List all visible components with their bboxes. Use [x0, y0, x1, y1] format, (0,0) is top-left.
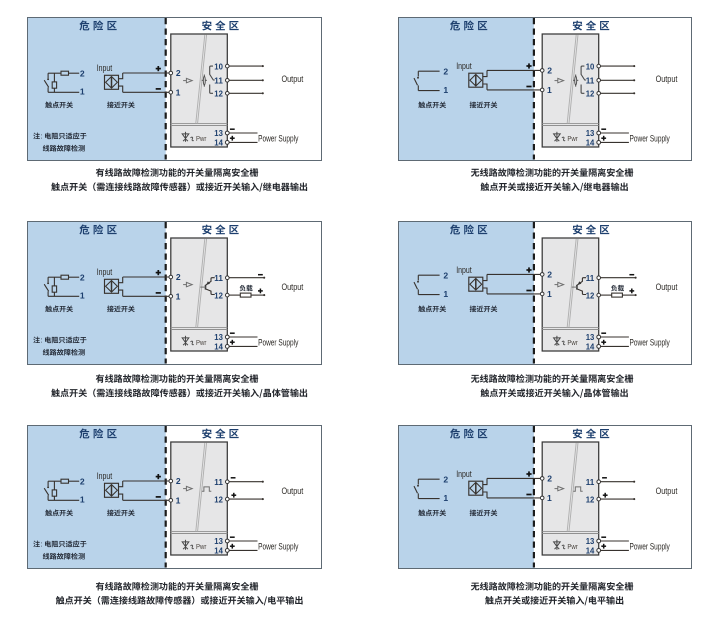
svg-text:2: 2 [80, 476, 85, 486]
svg-text:Pwr: Pwr [567, 338, 578, 347]
svg-text:12: 12 [214, 494, 223, 504]
svg-text:13: 13 [214, 128, 223, 138]
svg-text:11: 11 [214, 273, 223, 283]
svg-text:11: 11 [586, 477, 595, 487]
svg-text:Output: Output [282, 486, 304, 496]
svg-text:14: 14 [586, 138, 595, 148]
svg-text:Input: Input [97, 63, 113, 73]
svg-text:13: 13 [586, 128, 595, 138]
svg-text:Output: Output [656, 282, 678, 292]
svg-text:1: 1 [176, 292, 181, 302]
svg-text:Power Supply: Power Supply [630, 133, 671, 143]
svg-text:1: 1 [80, 87, 85, 97]
svg-text:12: 12 [586, 290, 595, 300]
svg-text:2: 2 [176, 68, 181, 78]
svg-text:14: 14 [214, 138, 223, 148]
svg-text:2: 2 [547, 474, 552, 484]
svg-text:14: 14 [586, 546, 595, 556]
svg-text:1: 1 [547, 85, 552, 95]
svg-text::: : [41, 131, 43, 140]
svg-text:Input: Input [456, 61, 472, 71]
svg-text:11: 11 [586, 76, 595, 86]
svg-text:1: 1 [443, 85, 448, 95]
svg-text:13: 13 [586, 332, 595, 342]
svg-text:1: 1 [547, 493, 552, 503]
svg-text:11: 11 [214, 477, 223, 487]
svg-text:Pwr: Pwr [196, 542, 207, 551]
svg-text:2: 2 [80, 68, 85, 78]
svg-text:2: 2 [443, 270, 448, 280]
svg-text:12: 12 [586, 494, 595, 504]
svg-text:1: 1 [176, 88, 181, 98]
svg-text:Pwr: Pwr [196, 338, 207, 347]
svg-text::: : [41, 335, 43, 344]
svg-text:12: 12 [214, 290, 223, 300]
svg-text::: : [41, 539, 43, 548]
svg-text:11: 11 [214, 76, 223, 86]
svg-text:14: 14 [586, 342, 595, 352]
svg-text:12: 12 [586, 89, 595, 99]
svg-text:14: 14 [214, 546, 223, 556]
svg-text:2: 2 [80, 272, 85, 282]
svg-text:10: 10 [586, 61, 595, 71]
svg-text:2: 2 [443, 474, 448, 484]
svg-text:12: 12 [214, 89, 223, 99]
svg-text:Input: Input [97, 471, 113, 481]
svg-text:Power Supply: Power Supply [258, 133, 299, 143]
svg-text:Output: Output [282, 74, 304, 84]
svg-text:Pwr: Pwr [196, 134, 207, 143]
svg-text:13: 13 [214, 536, 223, 546]
svg-text:Output: Output [656, 74, 678, 84]
svg-text:Power Supply: Power Supply [630, 337, 671, 347]
svg-text:Pwr: Pwr [567, 134, 578, 143]
svg-text:1: 1 [80, 495, 85, 505]
svg-text:1: 1 [443, 289, 448, 299]
svg-text:2: 2 [547, 66, 552, 76]
svg-text:Power Supply: Power Supply [258, 541, 299, 551]
svg-text:14: 14 [214, 342, 223, 352]
svg-text:2: 2 [443, 66, 448, 76]
svg-text:13: 13 [214, 332, 223, 342]
svg-text:1: 1 [547, 289, 552, 299]
svg-text:Input: Input [456, 265, 472, 275]
svg-text:1: 1 [443, 493, 448, 503]
svg-text:Output: Output [656, 486, 678, 496]
svg-text:10: 10 [214, 61, 223, 71]
svg-text:Pwr: Pwr [567, 542, 578, 551]
svg-text:2: 2 [176, 272, 181, 282]
svg-text:Input: Input [97, 267, 113, 277]
svg-text:Input: Input [456, 469, 472, 479]
svg-text:11: 11 [586, 273, 595, 283]
svg-text:1: 1 [80, 291, 85, 301]
svg-text:2: 2 [176, 476, 181, 486]
svg-text:2: 2 [547, 270, 552, 280]
svg-text:Power Supply: Power Supply [630, 541, 671, 551]
svg-text:Output: Output [282, 282, 304, 292]
svg-text:Power Supply: Power Supply [258, 337, 299, 347]
svg-text:13: 13 [586, 536, 595, 546]
svg-text:1: 1 [176, 496, 181, 506]
